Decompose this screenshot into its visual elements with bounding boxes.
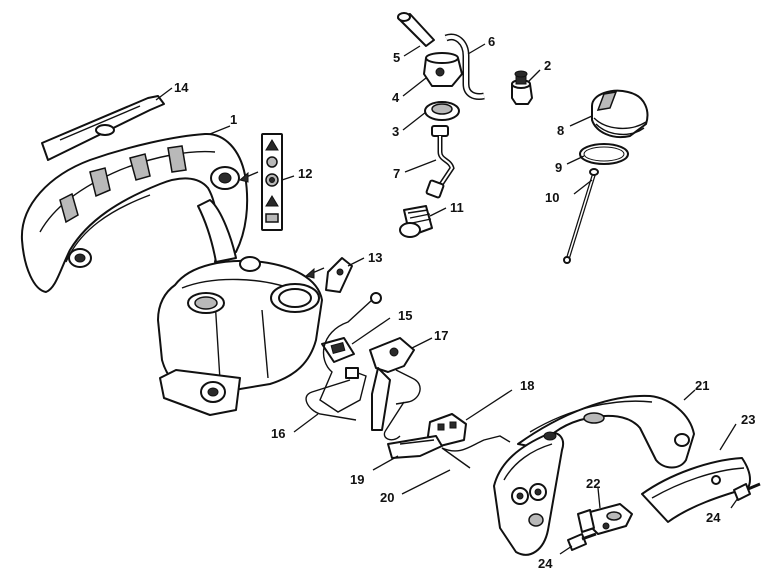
callout-2: 2 [544,58,551,73]
callout-17: 17 [434,328,448,343]
callout-labels: 1 2 3 4 5 6 7 8 9 10 11 12 13 14 15 16 1… [174,34,755,571]
part-6-fuel-hose [444,33,485,100]
part-23-handle-cover [641,457,751,523]
callout-23: 23 [741,412,755,427]
arrow-left-icon-2 [304,267,325,279]
callout-1: 1 [230,112,237,127]
part-14-cover-strip [41,95,165,161]
callout-11: 11 [450,200,464,215]
callout-14: 14 [174,80,189,95]
part-12-warning-label [261,133,283,231]
callout-15: 15 [398,308,412,323]
callout-13: 13 [368,250,382,265]
callout-16: 16 [271,426,285,441]
part-24-screw-right [733,482,761,501]
callout-4: 4 [392,90,400,105]
callout-8: 8 [557,123,564,138]
callout-18: 18 [520,378,534,393]
part-5-fitting [397,12,435,47]
part-10-retainer-strap [563,168,599,264]
part-22-bracket [577,503,633,535]
fuel-tank [157,199,323,416]
callout-19: 19 [350,472,364,487]
callout-3: 3 [392,124,399,139]
part-20-ground-wire [441,435,511,469]
part-19-clip [387,435,443,459]
part-24-screw-left [567,532,597,551]
callout-12: 12 [298,166,312,181]
part-11-filter [399,205,433,238]
callout-24-left: 24 [538,556,553,571]
part-3-grommet [424,101,460,121]
callout-22: 22 [586,476,600,491]
callout-5: 5 [393,50,400,65]
callout-6: 6 [488,34,495,49]
part-7-fuel-line [425,125,455,199]
part-13-label [325,257,353,293]
part-4-pump [423,52,463,87]
callout-9: 9 [555,160,562,175]
callout-21: 21 [695,378,709,393]
callout-7: 7 [393,166,400,181]
leader-lines [155,43,739,555]
part-15-switch [321,337,355,363]
part-2-valve [511,70,533,105]
callout-10: 10 [545,190,559,205]
part-21-front-handle [493,394,695,556]
part-17-throttle-trigger [369,337,421,441]
part-16-wire-harness [305,292,382,421]
callout-20: 20 [380,490,394,505]
part-8-fuel-cap [591,89,649,138]
callout-24-right: 24 [706,510,721,525]
part-1-frame [20,132,249,293]
arrow-left-icon [238,171,259,183]
part-9-o-ring [579,143,629,165]
